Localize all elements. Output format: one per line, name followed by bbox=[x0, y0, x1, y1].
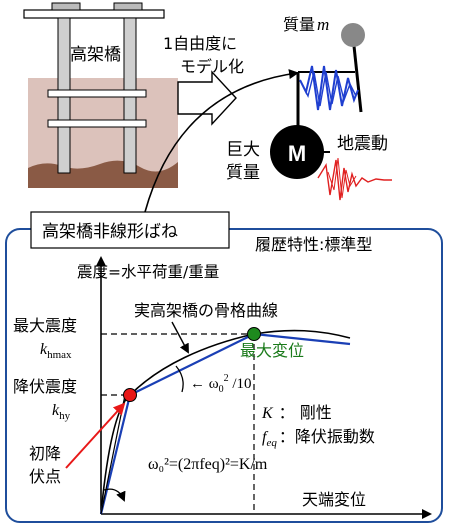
viaduct-illustration: 高架橋 bbox=[23, 2, 178, 188]
skeleton-curve-label: 実高架橋の骨格曲線 bbox=[134, 301, 278, 320]
spring-zigzag-2 bbox=[301, 71, 357, 107]
hysteresis-label: 履歴特性:標準型 bbox=[255, 235, 372, 254]
big-mass-label-line1: 巨大 bbox=[226, 140, 260, 160]
viaduct-deck bbox=[23, 9, 165, 19]
slope-label: ← ω02 /10 bbox=[190, 373, 252, 395]
initial-yield-label-line2: 伏点 bbox=[29, 467, 61, 486]
initial-slope-arc bbox=[103, 488, 126, 502]
mass-ball bbox=[341, 23, 365, 47]
beam-upper bbox=[47, 89, 147, 98]
pendulum-rod bbox=[352, 45, 363, 113]
omega-formula: ω₀²=(2πfeq)²=K/m bbox=[148, 456, 268, 473]
panel-title-box bbox=[30, 211, 230, 249]
ky-symbol: khy bbox=[52, 402, 71, 422]
initial-yield-label-line1: 初降 bbox=[29, 444, 61, 463]
legend-f-symbol: f bbox=[262, 429, 269, 446]
model-caption-line1: 1自由度に bbox=[163, 34, 237, 53]
ground-motion-wave bbox=[317, 159, 392, 201]
ky-symbol-sub: hy bbox=[59, 410, 71, 422]
x-axis-label: 天端変位 bbox=[302, 490, 366, 509]
skeleton-chart: 震度=水平荷重/重量 天端変位 実高架橋の骨格曲線 最大震度 khmax 降伏震… bbox=[13, 256, 432, 519]
ground-motion-label: 地震動 bbox=[337, 134, 388, 154]
viaduct-label: 高架橋 bbox=[70, 45, 121, 65]
slope-label-tail: /10 bbox=[229, 376, 252, 392]
slope-label-sup: 2 bbox=[224, 373, 229, 384]
panel-title: 高架橋非線形ばね bbox=[42, 222, 178, 242]
ground-motion-wave-2 bbox=[327, 157, 357, 199]
big-mass-letter: M bbox=[288, 141, 306, 166]
max-point-marker bbox=[247, 327, 261, 341]
skeleton-pointer bbox=[171, 321, 189, 354]
modeling-arrow bbox=[177, 70, 237, 126]
legend-k-symbol: K bbox=[261, 405, 274, 422]
ky-label: 降伏震度 bbox=[13, 377, 77, 396]
slope-label-sub: 0 bbox=[219, 384, 224, 395]
initial-yield-pointer bbox=[65, 402, 126, 469]
max-disp-label: 最大変位 bbox=[240, 341, 304, 360]
kmax-label: 最大震度 bbox=[13, 316, 77, 335]
ky-symbol-main: k bbox=[52, 402, 60, 419]
mass-label-symbol: m bbox=[317, 15, 329, 34]
big-mass-label-line2: 質量 bbox=[226, 163, 260, 183]
y-axis-label: 震度=水平荷重/重量 bbox=[77, 263, 219, 281]
legend-k-desc: ： 剛性 bbox=[279, 403, 332, 422]
kmax-symbol-main: k bbox=[40, 341, 48, 358]
spring-pointer-arrow bbox=[144, 69, 299, 213]
post-yield-slope-arc bbox=[175, 365, 184, 393]
mass-label-prefix: 質量 bbox=[283, 15, 315, 34]
beam-lower bbox=[47, 119, 147, 128]
yield-point-marker bbox=[123, 388, 137, 402]
slope-label-main: ← ω bbox=[190, 376, 219, 392]
kmax-symbol: khmax bbox=[40, 341, 72, 361]
modeling-arrow-group: 1自由度に モデル化 bbox=[163, 34, 244, 126]
deck-block-left bbox=[51, 2, 81, 11]
legend-f: feq：降伏振動数 bbox=[262, 427, 375, 449]
legend-f-desc: ：降伏振動数 bbox=[279, 427, 375, 446]
hysteresis-model-line bbox=[99, 332, 351, 515]
legend-f-sub: eq bbox=[266, 437, 277, 449]
deck-block-right bbox=[113, 2, 143, 11]
kmax-symbol-sub: hmax bbox=[47, 349, 72, 361]
skeleton-curve bbox=[100, 329, 351, 515]
big-mass bbox=[270, 125, 324, 179]
model-caption-line2: モデル化 bbox=[180, 57, 244, 76]
sdof-model: M 質量 m 巨大 質量 地震動 bbox=[226, 15, 392, 201]
legend-k: K ： 剛性 bbox=[261, 403, 332, 422]
